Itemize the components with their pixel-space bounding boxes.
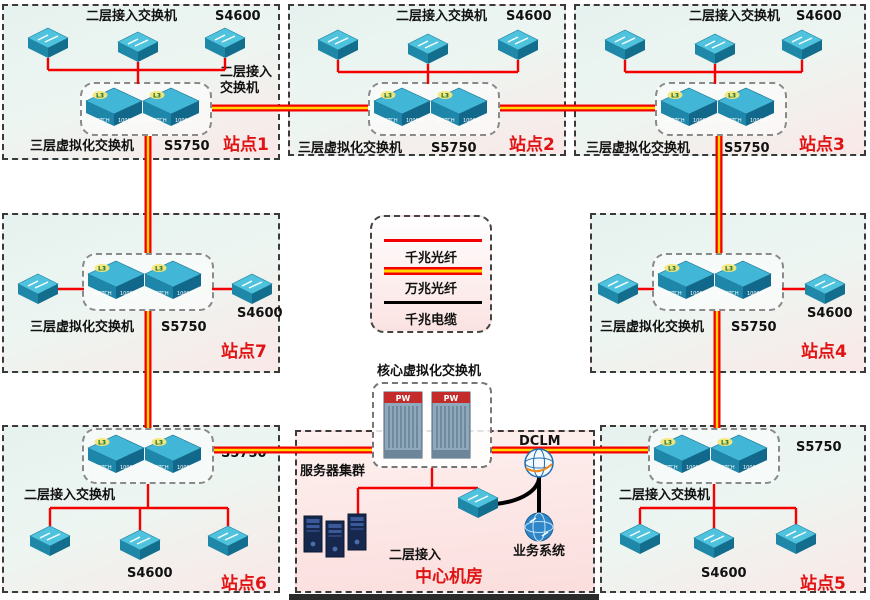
legend-10g-fiber-label: 万兆光纤	[404, 282, 457, 297]
legend-box: 千兆光纤 万兆光纤 千兆电缆	[370, 215, 492, 333]
site4-access-model: S4600	[807, 306, 853, 321]
site4-virtual-switch-box	[652, 253, 784, 311]
site3-access-label: 二层接入交换机	[689, 9, 781, 24]
datacenter-access-label: 二层接入	[389, 548, 442, 563]
site4-agg-model: S5750	[731, 320, 777, 335]
site5-access-label: 二层接入交换机	[619, 488, 711, 503]
site3-agg-label: 三层虚拟化交换机	[586, 141, 691, 156]
site1-side-label-2: 交换机	[220, 81, 260, 96]
site6-virtual-switch-box	[82, 428, 214, 484]
site7-agg-model: S5750	[161, 320, 207, 335]
site2-agg-label: 三层虚拟化交换机	[298, 141, 403, 156]
site4-name: 站点4	[801, 342, 847, 362]
site3-virtual-switch-box	[655, 82, 787, 136]
site5-virtual-switch-box	[648, 428, 780, 484]
site1-access-label: 二层接入交换机	[86, 9, 178, 24]
site1-access-model: S4600	[215, 9, 261, 24]
bottom-edge-bar	[289, 594, 599, 600]
core-virtual-switch-box	[372, 382, 492, 468]
site2-virtual-switch-box	[368, 82, 500, 136]
site7-name: 站点7	[221, 342, 267, 362]
site6-name: 站点6	[221, 574, 267, 594]
core-switch-label: 核心虚拟化交换机	[377, 364, 482, 379]
business-system-label: 业务系统	[513, 544, 566, 559]
site7-virtual-switch-box	[82, 253, 214, 311]
site3-access-model: S4600	[796, 9, 842, 24]
site1-name: 站点1	[223, 135, 269, 155]
site5-access-model: S4600	[701, 566, 747, 581]
legend-gigabit-cable-label: 千兆电缆	[404, 313, 457, 328]
site6-access-model: S4600	[127, 566, 173, 581]
site1-agg-model: S5750	[164, 139, 210, 154]
dclm-label: DCLM	[519, 434, 561, 449]
site4-agg-label: 三层虚拟化交换机	[600, 320, 705, 335]
site5-name: 站点5	[800, 574, 846, 594]
site7-access-model: S4600	[237, 306, 283, 321]
site1-side-label-1: 二层接入	[220, 65, 273, 80]
site1-virtual-switch-box	[80, 82, 212, 136]
site2-access-label: 二层接入交换机	[396, 9, 488, 24]
legend-10g-fiber-line	[384, 267, 482, 275]
legend-gigabit-cable-line	[384, 301, 482, 304]
legend-gigabit-fiber-line	[384, 239, 482, 242]
site1-agg-label: 三层虚拟化交换机	[30, 139, 135, 154]
site2-name: 站点2	[509, 135, 555, 155]
site3-agg-model: S5750	[724, 141, 770, 156]
site5-agg-model: S5750	[796, 440, 842, 455]
site6-access-label: 二层接入交换机	[24, 488, 116, 503]
site2-agg-model: S5750	[431, 141, 477, 156]
datacenter-title: 中心机房	[415, 567, 483, 587]
legend-gigabit-fiber-label: 千兆光纤	[404, 251, 457, 266]
server-cluster-label: 服务器集群	[300, 464, 366, 479]
site7-agg-label: 三层虚拟化交换机	[30, 320, 135, 335]
site6-agg-model: S5750	[221, 446, 267, 461]
site3-name: 站点3	[799, 135, 845, 155]
site2-access-model: S4600	[506, 9, 552, 24]
